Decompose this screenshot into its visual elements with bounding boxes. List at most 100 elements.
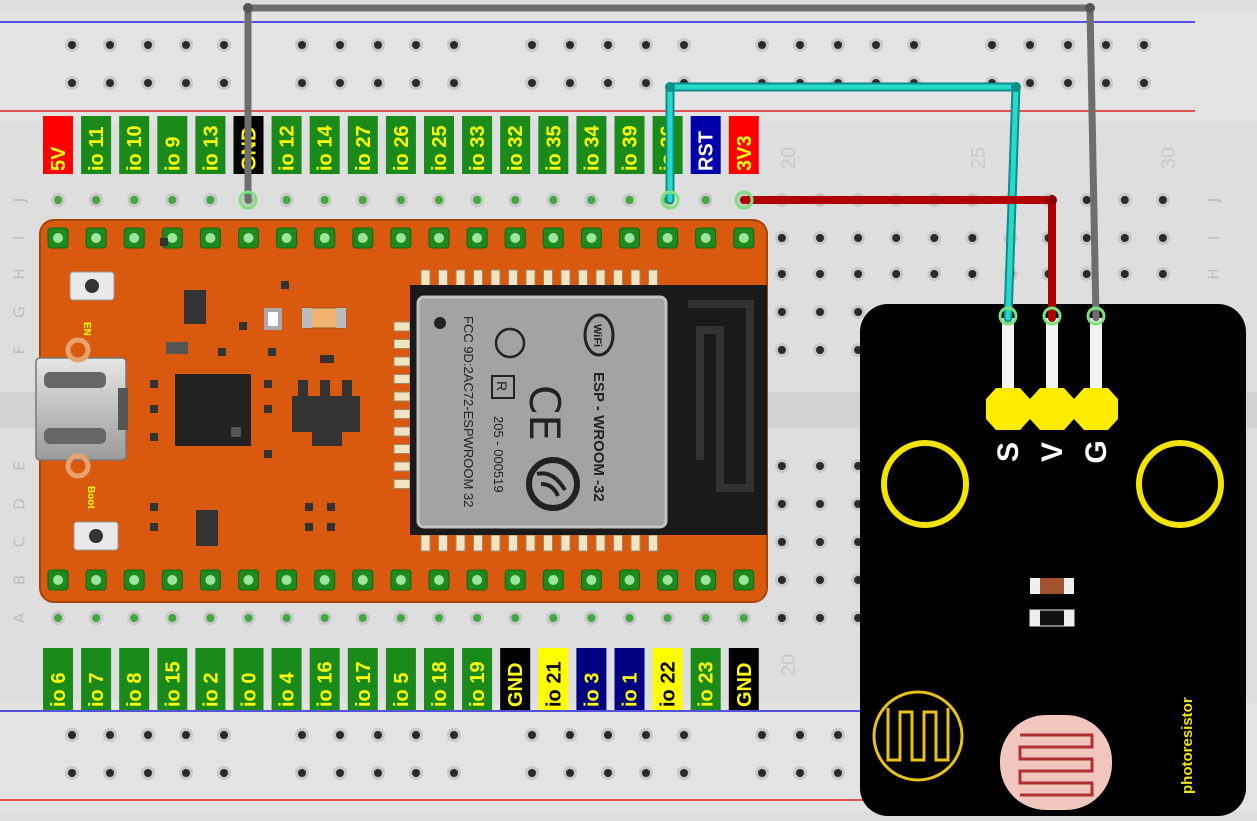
pin-label: io 39 [620, 125, 642, 171]
module-pad [473, 534, 483, 552]
module-pad [560, 534, 571, 552]
transistor-bottom [196, 510, 218, 546]
pin-label-bg [500, 648, 531, 710]
row-letter: H [1205, 268, 1223, 279]
wire-endpoint-gnd [238, 190, 258, 210]
pin-label: io 2 [200, 673, 222, 707]
pin-label: io 11 [86, 127, 108, 171]
hole [144, 731, 152, 739]
wire-endpoint-module-s [998, 306, 1018, 326]
module-pin-pad [986, 388, 1030, 430]
hole [680, 41, 688, 49]
pin-label: io 18 [429, 661, 451, 707]
module-pad [393, 374, 411, 384]
pin-label: io 22 [658, 661, 680, 707]
pin-label: 3V3 [734, 135, 756, 171]
pin-label: io 10 [124, 125, 146, 171]
hole [106, 41, 114, 49]
hole [566, 79, 574, 87]
hole [92, 614, 101, 622]
gnd-wire[interactable] [243, 3, 1100, 322]
hole [930, 234, 939, 242]
regulator [292, 396, 360, 432]
smd-component [150, 523, 158, 531]
header-pin-hole [167, 575, 178, 585]
boot-button-cap [89, 529, 103, 543]
hole [625, 614, 634, 622]
hole [374, 79, 382, 87]
module-text-cert: 205 - 000519 [491, 416, 506, 493]
header-pin-hole [662, 575, 673, 585]
hole [182, 79, 190, 87]
hole [374, 731, 382, 739]
hole [282, 614, 291, 622]
hole [1064, 79, 1072, 87]
hole [1064, 41, 1072, 49]
module-pad [393, 479, 411, 489]
module-pcb [860, 304, 1246, 816]
transistor-top [184, 290, 206, 324]
hole [106, 769, 114, 777]
hole [336, 769, 344, 777]
regulator-tab [312, 432, 342, 446]
smd-component [150, 503, 158, 511]
header-pin-hole [167, 233, 178, 243]
header-pin-hole [395, 575, 406, 585]
hole [1026, 41, 1034, 49]
module-pin-label: S [992, 442, 1025, 462]
module-pad [393, 461, 411, 472]
r-mark: R [491, 375, 515, 399]
pin-label-bg [576, 116, 607, 174]
hole [182, 769, 190, 777]
module-pad [578, 269, 588, 287]
module-pad [393, 391, 411, 402]
pin-label: io 23 [696, 661, 718, 707]
svg-text:WiFi: WiFi [591, 324, 603, 347]
smd-capacitor-end-left [1030, 610, 1040, 626]
header-pin-hole [472, 233, 483, 243]
hole [604, 79, 612, 87]
usb-mount-hole-bottom [65, 453, 91, 479]
pin-label: 5V [48, 146, 70, 171]
hole [336, 79, 344, 87]
module-pad [490, 534, 501, 552]
header-pin-hole [700, 575, 711, 585]
module-pad [630, 534, 641, 552]
hole [796, 731, 804, 739]
ldr-component [1000, 715, 1112, 810]
module-pad [473, 269, 483, 287]
power-wire[interactable] [740, 195, 1057, 322]
hole [816, 576, 824, 584]
hole [701, 196, 710, 204]
hole [358, 614, 367, 622]
hole [206, 196, 215, 204]
hole [336, 41, 344, 49]
pin-label-bg [309, 648, 340, 710]
module-pin-pad [1030, 388, 1074, 430]
hole [796, 41, 804, 49]
header-pin-hole [586, 575, 597, 585]
pin-label: io 6 [48, 673, 70, 707]
mount-hole-right [1136, 440, 1224, 528]
smd-capacitor-end-right [1064, 610, 1074, 626]
header-pin-hole [510, 575, 521, 585]
hole [320, 614, 329, 622]
pin-label-bg [462, 116, 493, 174]
hole [511, 614, 520, 622]
wire-endpoint-module-g [1086, 306, 1106, 326]
pin-label-bg [119, 648, 150, 710]
hole [680, 769, 688, 777]
module-pad [543, 534, 553, 552]
capacitor-end-right [336, 308, 346, 328]
mount-hole-left [881, 440, 969, 528]
hole [182, 41, 190, 49]
pin-label: io 12 [277, 125, 299, 171]
module-pin-leg [1090, 318, 1102, 398]
power-led-lens [268, 312, 278, 326]
hole [642, 769, 650, 777]
module-label: photoresistor [1179, 697, 1196, 794]
header-pin-hole [472, 575, 483, 585]
header-pin-hole [319, 575, 330, 585]
pin-label: io 25 [429, 125, 451, 171]
